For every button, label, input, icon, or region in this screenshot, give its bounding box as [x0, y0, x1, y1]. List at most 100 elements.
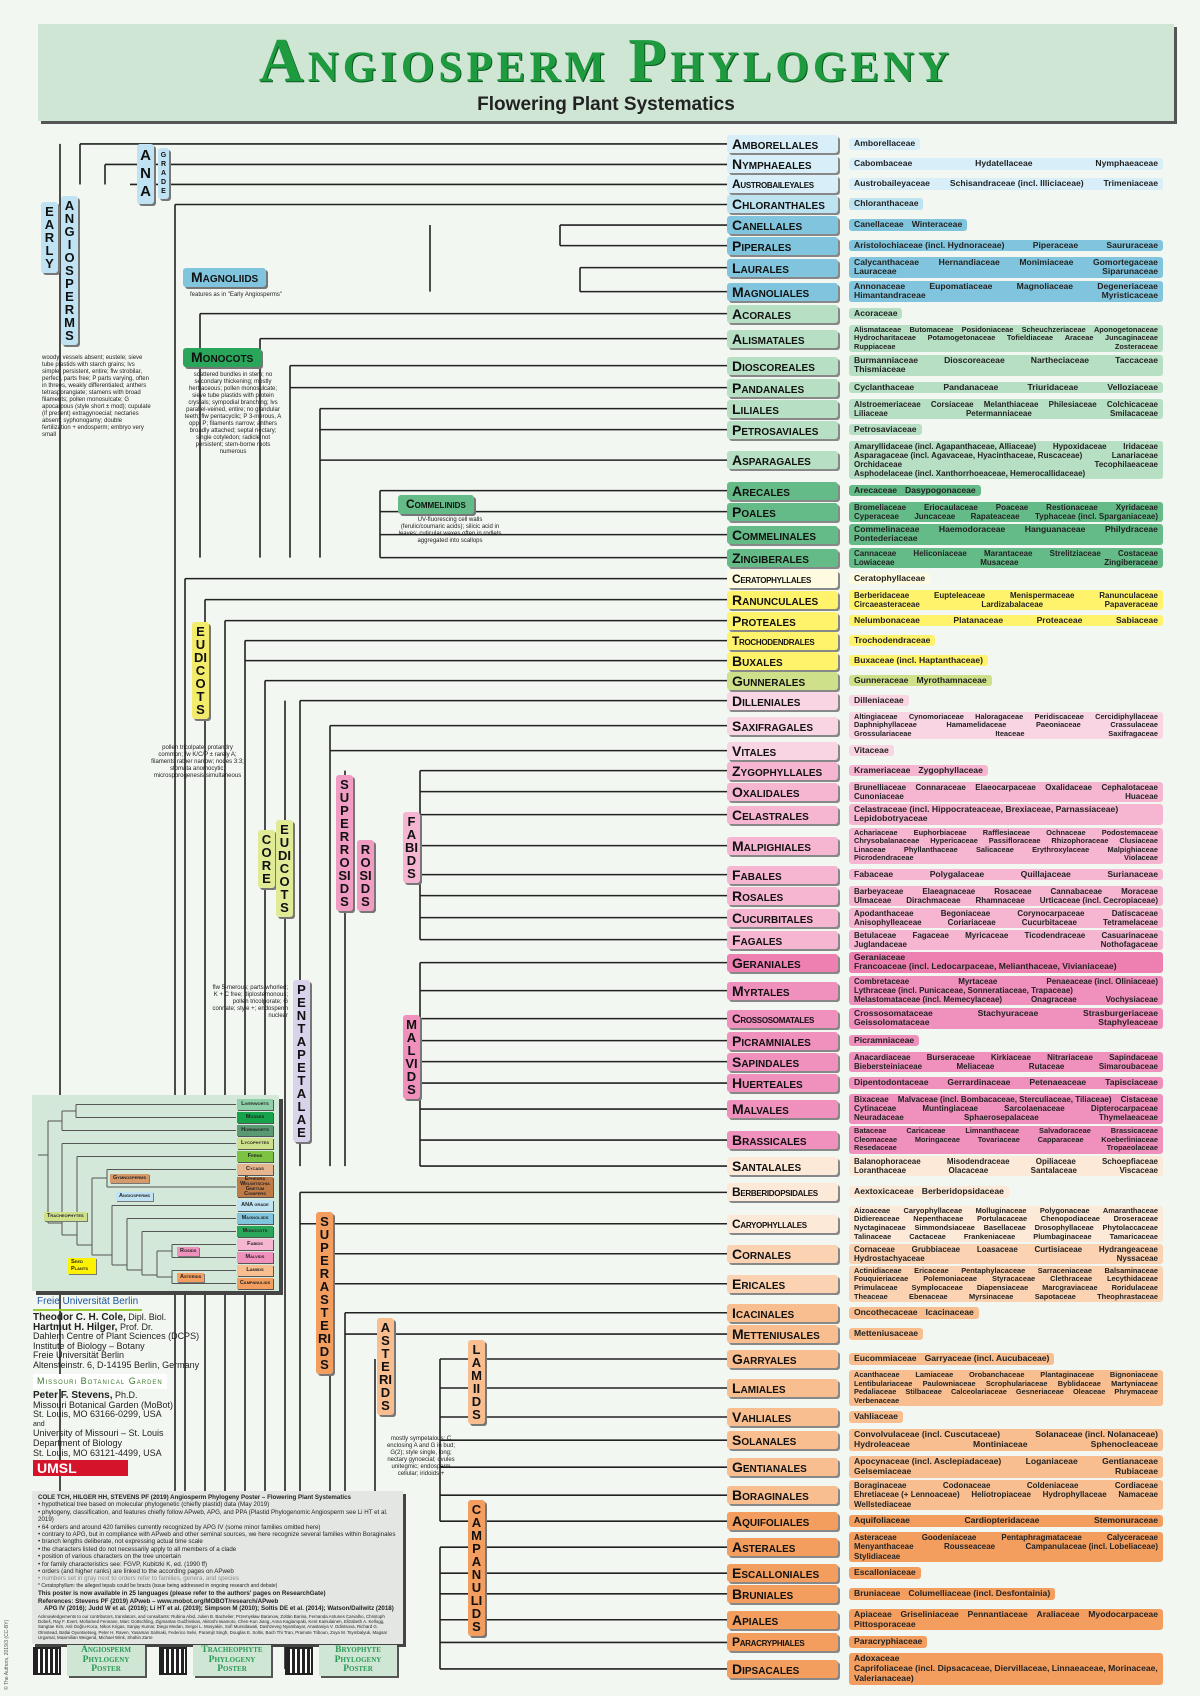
- family-name[interactable]: Alismataceae: [854, 324, 902, 334]
- family-name[interactable]: Iridaceae: [1123, 441, 1158, 451]
- family-name[interactable]: Orobanchaceae: [969, 1369, 1025, 1379]
- family-name[interactable]: Eupteleaceae: [933, 590, 986, 600]
- order-dipsacales[interactable]: Dipsacales: [727, 1659, 838, 1678]
- family-name[interactable]: Apiaceae: [854, 1608, 892, 1619]
- family-name[interactable]: Garryaceae (incl. Aucubaceae): [924, 1352, 1050, 1363]
- inset-leaf[interactable]: Liverworts: [237, 1099, 273, 1110]
- family-name[interactable]: Achariaceae: [854, 827, 898, 837]
- family-name[interactable]: Schisandraceae (incl. Illiciaceae): [949, 178, 1084, 189]
- family-name[interactable]: Paracryphiaceae: [854, 1636, 923, 1647]
- family-name[interactable]: Vahliaceae: [854, 1410, 898, 1421]
- family-name[interactable]: Gesneriaceae: [1015, 1387, 1064, 1397]
- family-name[interactable]: Hanguanaceae: [1024, 523, 1086, 534]
- family-name[interactable]: Gentianaceae: [1102, 1456, 1158, 1467]
- family-name[interactable]: Santalaceae: [1030, 1166, 1077, 1176]
- clade-label-core[interactable]: CORE: [258, 830, 275, 888]
- family-name[interactable]: Musaceae: [980, 557, 1019, 567]
- family-name[interactable]: Drosophyllaceae: [1034, 1222, 1094, 1232]
- family-name[interactable]: Burmanniaceae: [854, 354, 919, 365]
- family-name[interactable]: Cyperaceae: [854, 511, 899, 521]
- order-asparagales[interactable]: Asparagales: [727, 451, 838, 470]
- clade-label-monocots[interactable]: Monocots: [183, 348, 262, 367]
- family-name[interactable]: Campanulaceae (incl. Lobeliaceae): [1025, 1542, 1159, 1552]
- family-name[interactable]: Rutaceae: [1028, 1061, 1065, 1071]
- family-name[interactable]: Vitaceae: [854, 744, 889, 755]
- family-name[interactable]: Vochysiaceae: [1105, 995, 1158, 1005]
- family-name[interactable]: Himantandraceae: [854, 290, 926, 301]
- family-name[interactable]: Caricaceae: [906, 1126, 946, 1136]
- family-name[interactable]: Nymphaeaceae: [1095, 158, 1158, 169]
- family-name[interactable]: Nepenthaceae: [913, 1214, 964, 1224]
- family-name[interactable]: Frankeniaceae: [963, 1231, 1016, 1241]
- family-name[interactable]: Cabombaceae: [854, 158, 913, 169]
- family-name[interactable]: Arecaceae: [854, 484, 898, 495]
- order-trochodendrales[interactable]: Trochodendrales: [727, 631, 838, 650]
- family-name[interactable]: Crassulaceae: [1110, 720, 1158, 730]
- family-name[interactable]: Butomaceae: [909, 324, 954, 334]
- family-name[interactable]: Winteraceae: [911, 219, 963, 230]
- family-name[interactable]: Burseraceae: [926, 1052, 975, 1062]
- family-name[interactable]: Tapisciaceae: [1105, 1077, 1158, 1088]
- order-acorales[interactable]: Acorales: [727, 304, 838, 323]
- family-name[interactable]: Aizoaceae: [854, 1205, 891, 1215]
- inset-leaf[interactable]: Ferns: [237, 1151, 273, 1162]
- family-name[interactable]: Asparagaceae (incl. Agavaceae, Hyacintha…: [854, 450, 1083, 460]
- order-liliales[interactable]: Liliales: [727, 399, 838, 418]
- family-name[interactable]: Sapotaceae: [1034, 1291, 1076, 1301]
- family-name[interactable]: Hydrostachyaceae: [854, 1253, 925, 1263]
- family-name[interactable]: Strelitziaceae: [1049, 548, 1101, 558]
- family-name[interactable]: Hydrocharitaceae: [854, 333, 917, 343]
- family-name[interactable]: Pandanaceae: [943, 381, 999, 392]
- family-name[interactable]: Sphaerosepalaceae: [963, 1113, 1039, 1123]
- family-name[interactable]: Simaroubaceae: [1098, 1061, 1158, 1071]
- order-celastrales[interactable]: Celastrales: [727, 805, 838, 824]
- family-name[interactable]: Cynomoriaceae: [908, 711, 964, 721]
- family-name[interactable]: Paeoniaceae: [1035, 720, 1081, 730]
- family-name[interactable]: Grossulariaceae: [854, 728, 912, 738]
- family-name[interactable]: Degeneriaceae: [1097, 280, 1158, 291]
- inset-leaf[interactable]: Fabids: [237, 1239, 273, 1250]
- order-berberidopsidales[interactable]: Berberidopsidales: [727, 1183, 838, 1202]
- family-name[interactable]: Posidoniaceae: [961, 324, 1014, 334]
- family-name[interactable]: Menyanthaceae: [854, 1542, 914, 1552]
- family-name[interactable]: Elaeocarpaceae: [975, 782, 1036, 792]
- family-name[interactable]: Cornaceae: [854, 1244, 895, 1254]
- inset-leaf[interactable]: Hornworts: [237, 1125, 273, 1136]
- family-name[interactable]: Papaveraceae: [1104, 599, 1158, 609]
- family-name[interactable]: Myricaceae: [965, 930, 1009, 940]
- family-name[interactable]: Erythroxylaceae: [1032, 844, 1090, 854]
- family-name[interactable]: Restionaceae: [1046, 502, 1098, 512]
- family-name[interactable]: Saxifragaceae: [1108, 728, 1158, 738]
- family-name[interactable]: Peridiscaceae: [1034, 711, 1084, 721]
- family-name[interactable]: Cactaceae: [909, 1231, 946, 1241]
- family-name[interactable]: Aristolochiaceae (incl. Hydnoraceae): [854, 239, 1005, 250]
- family-name[interactable]: Schoepfiaceae: [1101, 1157, 1158, 1167]
- inset-leaf[interactable]: ANA grade: [237, 1200, 273, 1211]
- family-name[interactable]: Circaeasteraceae: [854, 599, 920, 609]
- family-name[interactable]: Stemonuraceae: [1093, 1515, 1158, 1526]
- family-name[interactable]: Krameriaceae: [854, 764, 911, 775]
- order-dilleniales[interactable]: Dilleniales: [727, 691, 838, 710]
- family-name[interactable]: Hypericaceae: [930, 836, 978, 846]
- family-name[interactable]: Nothofagaceae: [1100, 939, 1158, 949]
- family-name[interactable]: Caryophyllaceae: [903, 1205, 963, 1215]
- family-name[interactable]: Thismiaceae: [854, 364, 906, 375]
- clade-label-core-eudicots[interactable]: EUDICOTS: [276, 820, 293, 917]
- qr-code-icon[interactable]: [33, 1646, 61, 1675]
- family-name[interactable]: Polygalaceae: [929, 868, 985, 879]
- family-name[interactable]: Loranthaceae: [854, 1166, 907, 1176]
- family-name[interactable]: Menispermaceae: [1009, 590, 1075, 600]
- family-name[interactable]: Picramniaceae: [854, 1034, 915, 1045]
- family-name[interactable]: Juncaceae: [914, 511, 956, 521]
- family-name[interactable]: Iteaceae: [995, 728, 1025, 738]
- inset-leaf[interactable]: Campanulids: [237, 1278, 273, 1289]
- family-name[interactable]: Biebersteiniaceae: [854, 1061, 923, 1071]
- order-picramniales[interactable]: Picramniales: [727, 1031, 838, 1050]
- family-name[interactable]: Cytinaceae: [854, 1104, 897, 1114]
- family-name[interactable]: Curtisiaceae: [1034, 1244, 1083, 1254]
- family-name[interactable]: Eriocaulaceae: [923, 502, 978, 512]
- family-name[interactable]: Cannaceae: [854, 548, 897, 558]
- angiosperm-poster-link[interactable]: Angiosperm Phylogeny Poster: [67, 1645, 145, 1676]
- family-name[interactable]: Petrosaviaceae: [854, 423, 917, 434]
- family-name[interactable]: Stilbaceae: [905, 1387, 942, 1397]
